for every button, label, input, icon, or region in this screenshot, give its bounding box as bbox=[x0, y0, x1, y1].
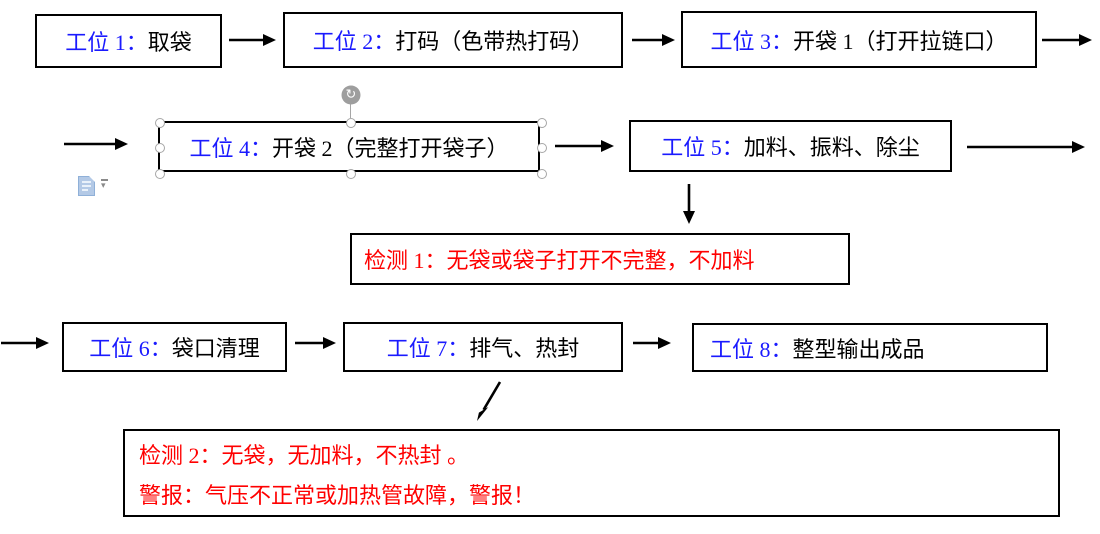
station-1-text: 取袋 bbox=[147, 30, 192, 55]
station-5-prefix: 工位 5： bbox=[661, 135, 744, 160]
check-box-1[interactable]: 检测 1：无袋或袋子打开不完整，不加料 bbox=[350, 233, 850, 285]
station-box-1[interactable]: 工位 1：取袋 bbox=[35, 14, 222, 68]
station-4-text: 开袋 2（完整打开袋子） bbox=[272, 135, 509, 161]
arrow-4-in bbox=[64, 138, 128, 150]
selection-handle-bottom-right[interactable] bbox=[537, 169, 547, 179]
station-box-6[interactable]: 工位 6：袋口清理 bbox=[62, 322, 287, 372]
station-3-prefix: 工位 3： bbox=[710, 28, 793, 54]
station-8-text: 整型输出成品 bbox=[792, 336, 925, 362]
station-3-text: 开袋 1（打开拉链口） bbox=[793, 28, 1008, 54]
station-box-3[interactable]: 工位 3：开袋 1（打开拉链口） bbox=[681, 11, 1037, 68]
selection-handle-top-right[interactable] bbox=[537, 118, 547, 128]
station-box-8[interactable]: 工位 8：整型输出成品 bbox=[692, 323, 1048, 372]
check-2-line-2: 警报：气压不正常或加热管故障，警报！ bbox=[139, 483, 536, 508]
arrow-2-to-3 bbox=[632, 34, 675, 46]
check-box-2[interactable]: 检测 2：无袋，无加料，不热封 。 警报：气压不正常或加热管故障，警报！ bbox=[123, 429, 1060, 517]
check-1-text: 检测 1：无袋或袋子打开不完整，不加料 bbox=[364, 248, 755, 273]
station-1-prefix: 工位 1： bbox=[65, 30, 148, 55]
station-box-5[interactable]: 工位 5：加料、振料、除尘 bbox=[629, 120, 952, 172]
rotate-handle-icon[interactable]: ↻ bbox=[341, 85, 361, 105]
station-6-prefix: 工位 6： bbox=[89, 336, 172, 361]
selection-handle-bottom-center[interactable] bbox=[346, 169, 356, 179]
selection-handle-top-center[interactable] bbox=[346, 118, 356, 128]
station-7-prefix: 工位 7： bbox=[386, 336, 470, 361]
station-6-text: 袋口清理 bbox=[171, 336, 260, 361]
arrow-7-to-8 bbox=[633, 337, 671, 349]
station-2-prefix: 工位 2： bbox=[312, 29, 396, 54]
station-4-prefix: 工位 4： bbox=[189, 135, 272, 161]
station-box-4-selected[interactable]: 工位 4：开袋 2（完整打开袋子） ↻ bbox=[155, 85, 547, 179]
selection-handle-mid-right[interactable] bbox=[537, 143, 547, 153]
check-2-line-1: 检测 2：无袋，无加料，不热封 。 bbox=[139, 443, 470, 468]
selection-handle-mid-left[interactable] bbox=[155, 143, 165, 153]
selection-handle-bottom-left[interactable] bbox=[155, 169, 165, 179]
paste-options-dropdown-icon[interactable]: ▾ bbox=[101, 179, 108, 191]
selection-handle-top-left[interactable] bbox=[155, 118, 165, 128]
paste-options-clipboard-icon bbox=[78, 176, 95, 196]
arrow-6-to-7 bbox=[295, 337, 336, 349]
rotate-handle-stem bbox=[350, 102, 351, 118]
arrow-4-to-5 bbox=[555, 140, 614, 152]
arrow-7-down-diagonal bbox=[477, 381, 502, 421]
paste-options-button[interactable]: ▾ bbox=[78, 176, 124, 200]
station-7-text: 排气、热封 bbox=[469, 336, 580, 361]
station-5-text: 加料、振料、除尘 bbox=[743, 135, 920, 160]
station-8-prefix: 工位 8： bbox=[710, 336, 793, 362]
arrow-6-in bbox=[1, 337, 49, 349]
arrow-5-out bbox=[967, 141, 1085, 153]
station-box-2[interactable]: 工位 2：打码（色带热打码） bbox=[283, 12, 623, 68]
station-box-7[interactable]: 工位 7：排气、热封 bbox=[343, 322, 623, 372]
station-2-text: 打码（色带热打码） bbox=[395, 29, 594, 54]
arrow-1-to-2 bbox=[229, 34, 276, 46]
arrow-3-out bbox=[1042, 34, 1092, 46]
arrow-5-down bbox=[683, 184, 695, 224]
